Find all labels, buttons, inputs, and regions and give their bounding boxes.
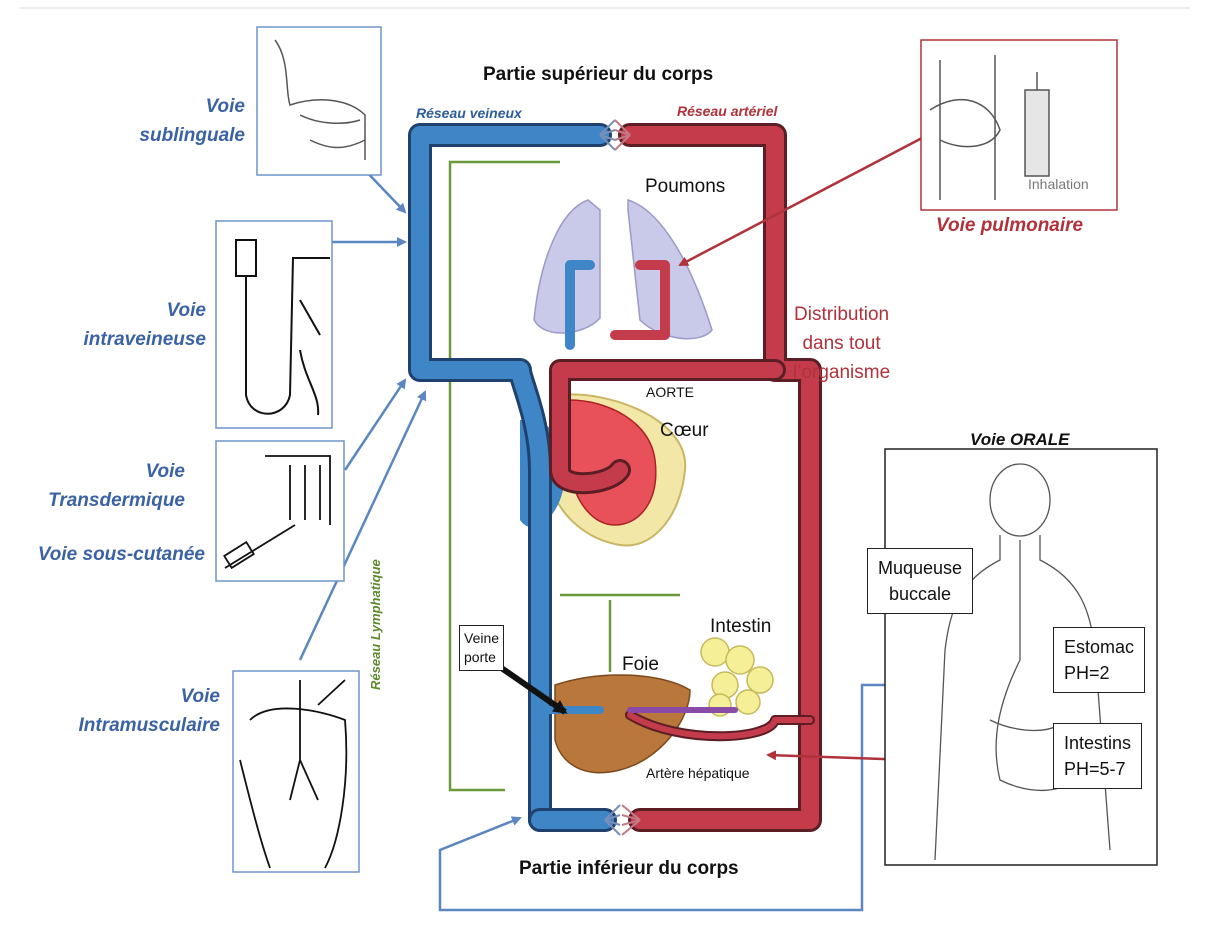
heart-label: Cœur [660, 420, 709, 442]
portal-vein-box: Veine porte [459, 625, 504, 671]
intestine-label: Intestin [710, 616, 771, 638]
route-pulmonary-label: Voie pulmonaire [936, 215, 1083, 237]
route-intramuscular-label: Voie Intramusculaire [79, 682, 221, 740]
buccal-mucosa-box: Muqueuse buccale [867, 548, 973, 614]
intestine-shape [701, 638, 773, 716]
lungs-label: Poumons [645, 176, 725, 198]
route-subcutaneous-label: Voie sous-cutanée [38, 540, 205, 569]
liver-label: Foie [622, 654, 659, 676]
liver-shape [555, 675, 690, 773]
hepatic-artery-label: Artère hépatique [646, 765, 750, 781]
distribution-label: Distribution dans tout l’organisme [793, 300, 890, 387]
arterial-network-label: Réseau artériel [677, 103, 777, 119]
route-sublingual-label: Voie sublinguale [139, 92, 245, 150]
stomach-box: Estomac PH=2 [1053, 627, 1145, 693]
intramuscular-thumbnail [233, 671, 359, 872]
intestines-box: Intestins PH=5-7 [1053, 723, 1142, 789]
lower-body-title: Partie inférieur du corps [519, 858, 739, 880]
pulmonary-arrow [680, 138, 922, 265]
inhalation-label: Inhalation [1028, 176, 1089, 192]
route-oral-label: Voie ORALE [970, 425, 1070, 454]
venous-network-label: Réseau veineux [416, 105, 522, 121]
route-intravenous-label: Voie intraveineuse [84, 296, 207, 354]
route-transdermal-label: Voie Transdermique [48, 457, 185, 515]
transdermal-thumbnail [216, 441, 344, 581]
aorta-label: AORTE [646, 384, 694, 400]
lymphatic-network-label: Réseau Lymphatique [368, 559, 383, 690]
lungs-shape [534, 200, 712, 339]
sublingual-thumbnail [257, 27, 381, 175]
upper-body-title: Partie supérieur du corps [483, 64, 713, 86]
